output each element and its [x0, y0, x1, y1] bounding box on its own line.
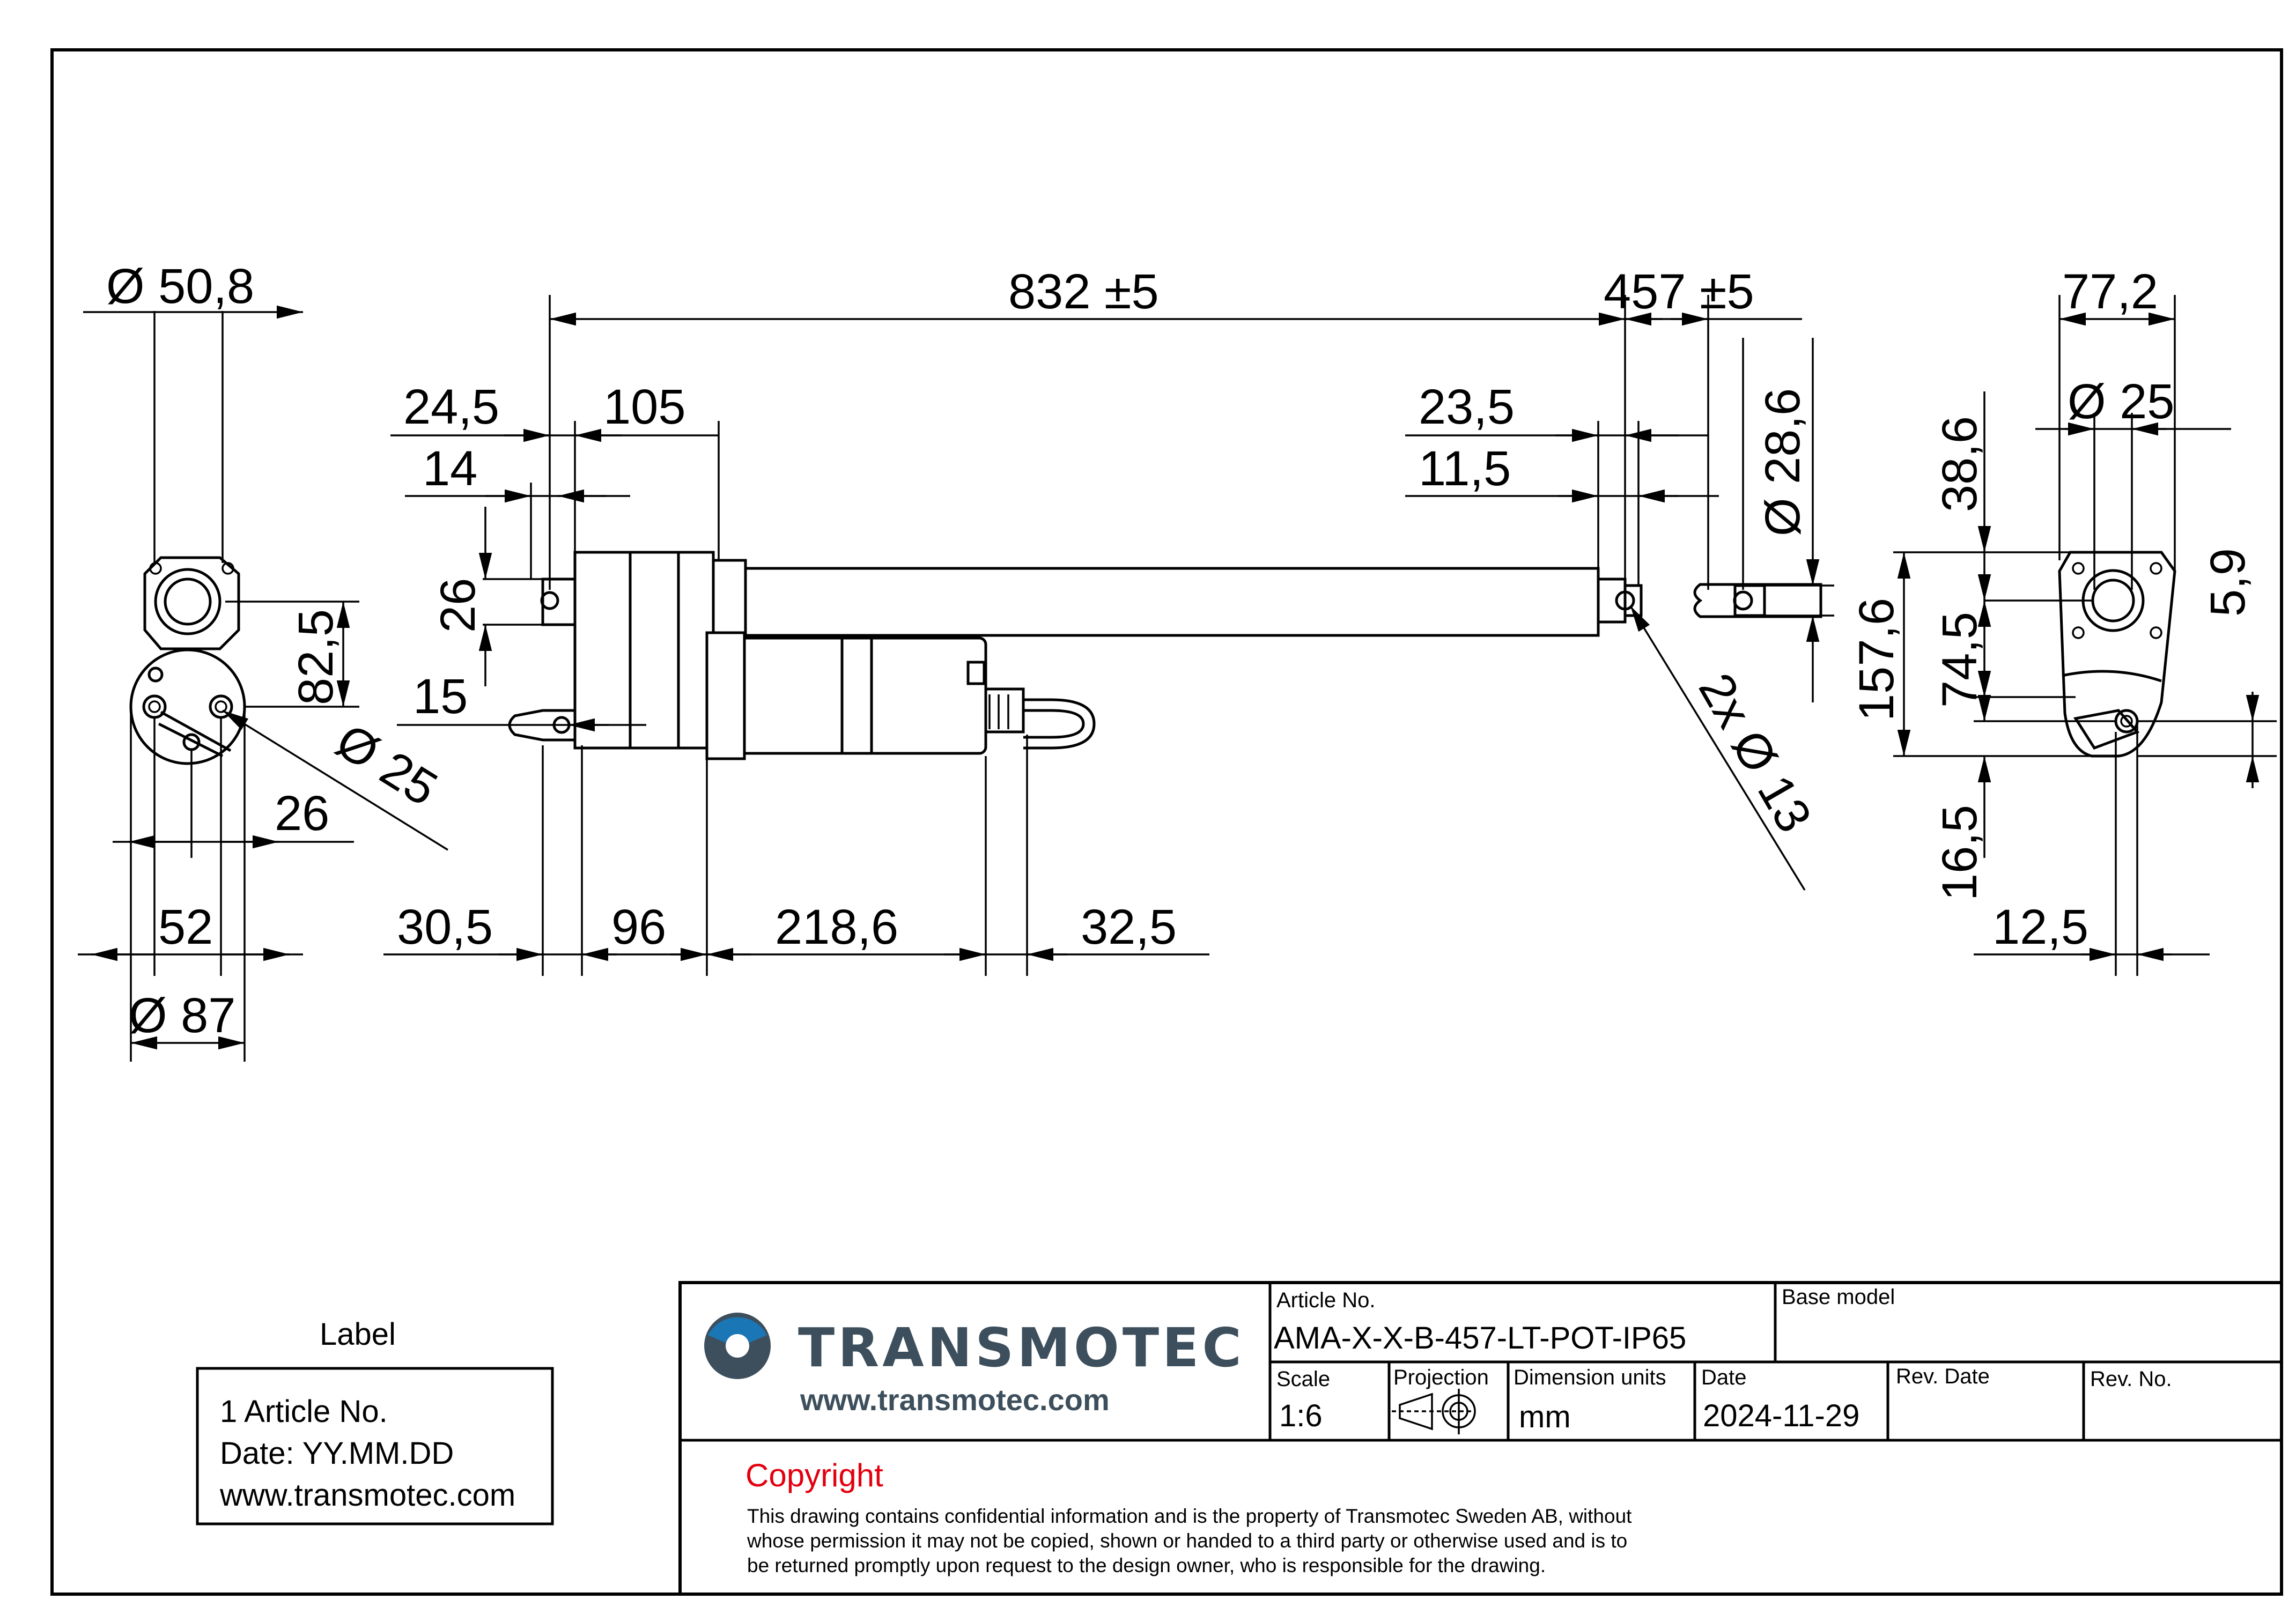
transmotec-logo-icon [704, 1313, 771, 1379]
right-end-view: 77,2 Ø 25 38,6 157,6 74,5 16,5 5,9 [1849, 264, 2277, 976]
label-title: Label [320, 1317, 396, 1352]
dim-74-5: 74,5 [1932, 612, 1987, 708]
label-box: Label 1 Article No. Date: YY.MM.DD www.t… [196, 1317, 554, 1525]
dim-24-5: 24,5 [403, 380, 499, 434]
first-angle-projection-icon [1392, 1389, 1476, 1434]
company-name: TRANSMOTEC [798, 1316, 1245, 1379]
dim-832: 832 ±5 [1008, 264, 1159, 319]
dim-26-v: 26 [431, 578, 485, 633]
dim-d25-right: Ø 25 [2068, 374, 2174, 429]
company-website: www.transmotec.com [800, 1383, 1110, 1417]
dim-218-6: 218,6 [775, 900, 898, 954]
label-line-date: Date: YY.MM.DD [220, 1436, 454, 1471]
dim-38-6: 38,6 [1932, 416, 1987, 512]
projection-label: Projection [1393, 1366, 1489, 1389]
dim-52: 52 [158, 900, 213, 954]
dim-units-label: Dimension units [1514, 1366, 1666, 1389]
dim-105: 105 [603, 380, 686, 434]
dim-157-6: 157,6 [1849, 598, 1904, 721]
dim-457: 457 ±5 [1604, 264, 1754, 319]
dim-96: 96 [611, 900, 666, 954]
dim-15: 15 [413, 669, 468, 724]
dim-14: 14 [423, 441, 477, 496]
article-no-value: AMA-X-X-B-457-LT-POT-IP65 [1274, 1321, 1686, 1356]
dim-d25-left: Ø 25 [327, 713, 446, 816]
label-line-url: www.transmotec.com [219, 1478, 515, 1513]
dim-d50-8: Ø 50,8 [106, 259, 254, 314]
copyright-line-3: be returned promptly upon request to the… [747, 1554, 1546, 1576]
dim-d28-6: Ø 28,6 [1755, 388, 1810, 536]
dim-d87: Ø 87 [129, 988, 235, 1043]
article-no-label: Article No. [1276, 1288, 1376, 1312]
scale-value: 1:6 [1279, 1398, 1323, 1433]
dim-26-h: 26 [275, 786, 329, 841]
copyright-line-1: This drawing contains confidential infor… [747, 1505, 1632, 1527]
rev-date-label: Rev. Date [1896, 1365, 1990, 1388]
dim-units-value: mm [1519, 1399, 1571, 1434]
rev-no-label: Rev. No. [2090, 1367, 2172, 1391]
dim-12-5: 12,5 [1992, 900, 2088, 954]
date-label: Date [1701, 1366, 1747, 1389]
copyright-title: Copyright [745, 1457, 883, 1493]
dim-77-2: 77,2 [2062, 264, 2158, 319]
side-view: 832 ±5 457 ±5 24,5 105 14 26 15 [383, 264, 1834, 976]
dim-23-5: 23,5 [1419, 380, 1515, 434]
dim-82-5: 82,5 [289, 609, 343, 705]
left-end-view: Ø 50,8 82,5 Ø 25 26 52 Ø 87 [78, 259, 448, 1062]
title-block: TRANSMOTEC www.transmotec.com Article No… [678, 1281, 2283, 1596]
scale-label: Scale [1276, 1367, 1330, 1391]
dim-16-5: 16,5 [1932, 805, 1987, 901]
base-model-label: Base model [1782, 1285, 1895, 1309]
date-value: 2024-11-29 [1703, 1398, 1859, 1433]
dim-2x-d13: 2x Ø 13 [1688, 664, 1822, 841]
dim-5-9: 5,9 [2201, 548, 2255, 617]
copyright-line-2: whose permission it may not be copied, s… [747, 1530, 1627, 1552]
dim-32-5: 32,5 [1081, 900, 1177, 954]
label-line-article: 1 Article No. [220, 1394, 388, 1429]
dim-30-5: 30,5 [397, 900, 493, 954]
dim-11-5: 11,5 [1419, 441, 1511, 496]
